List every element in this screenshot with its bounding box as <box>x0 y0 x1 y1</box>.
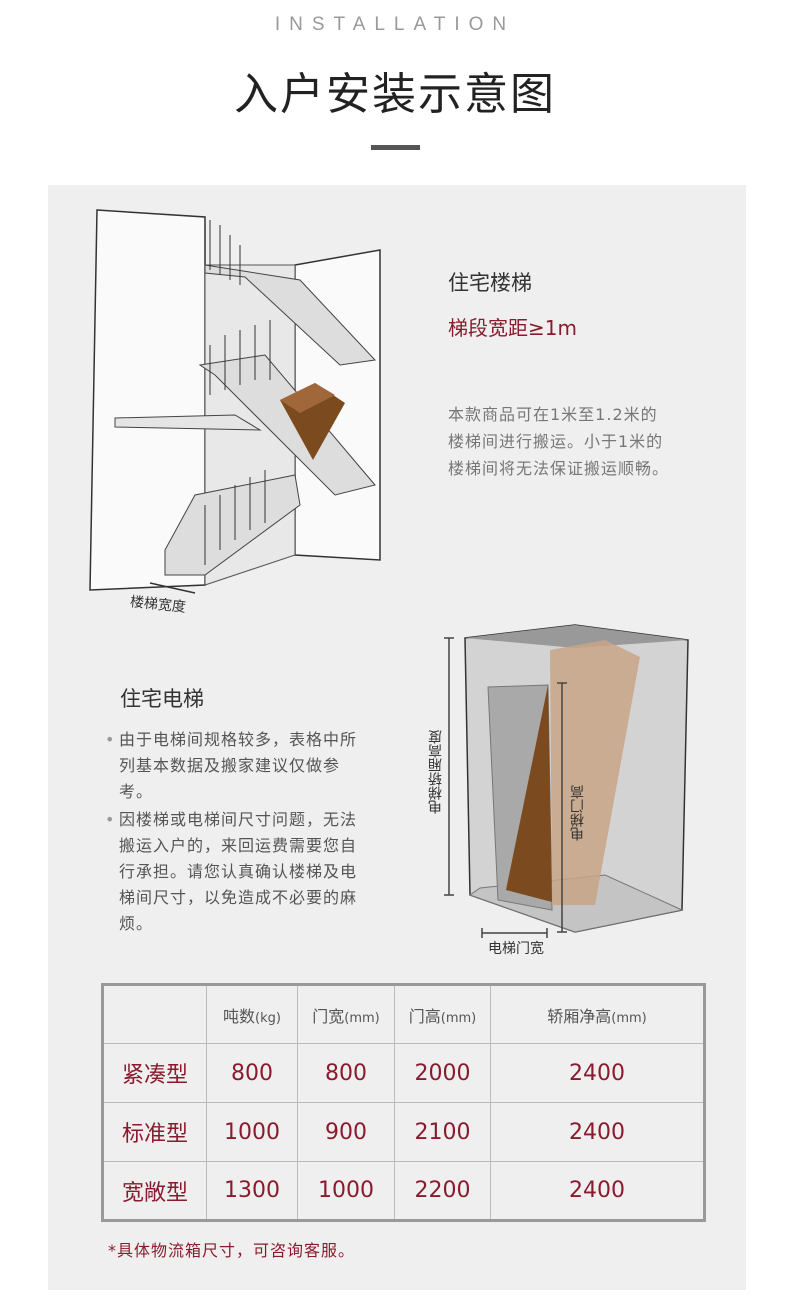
cell: 2400 <box>490 1161 705 1221</box>
header-name: 门宽 <box>312 1006 345 1026</box>
header-empty <box>102 984 207 1044</box>
cell: 1000 <box>206 1102 298 1162</box>
elevator-illustration <box>444 624 689 938</box>
note-item: 由于电梯间规格较多，表格中所列基本数据及搬家建议仅做参考。 <box>103 727 373 805</box>
header-cell: 门高(mm) <box>394 984 491 1044</box>
stairs-title: 住宅楼梯 <box>448 271 532 295</box>
page-title: 入户安装示意图 <box>234 69 556 120</box>
door-height-label: 电梯门高 <box>570 785 586 841</box>
header-cell: 门宽(mm) <box>297 984 395 1044</box>
note-item: 因楼梯或电梯间尺寸问题，无法搬运入户的，来回运费需要您自行承担。请您认真确认楼梯… <box>103 807 373 937</box>
cell: 2400 <box>490 1043 705 1103</box>
header-name: 门高 <box>408 1006 441 1026</box>
cell: 2400 <box>490 1102 705 1162</box>
elevator-title: 住宅电梯 <box>120 687 204 711</box>
header-name: 吨数 <box>223 1006 256 1026</box>
desc-line: 楼梯间进行搬运。小于1米的 <box>448 432 664 451</box>
row-label: 紧凑型 <box>102 1043 207 1103</box>
header-name: 轿厢净高 <box>547 1006 612 1026</box>
desc-line: 楼梯间将无法保证搬运顺畅。 <box>448 459 670 478</box>
cell: 800 <box>297 1043 395 1103</box>
cell: 2100 <box>394 1102 491 1162</box>
desc-line: 本款商品可在1米至1.2米的 <box>448 405 658 424</box>
cell: 800 <box>206 1043 298 1103</box>
stairs-requirement: 梯段宽距≥1m <box>448 316 577 340</box>
footnote: *具体物流箱尺寸，可咨询客服。 <box>108 1241 356 1260</box>
row-label: 宽敞型 <box>102 1161 207 1221</box>
cell: 2000 <box>394 1043 491 1103</box>
header-unit: (mm) <box>344 1010 380 1026</box>
title-divider <box>371 145 420 150</box>
cell: 1300 <box>206 1161 298 1221</box>
elevator-notes: 由于电梯间规格较多，表格中所列基本数据及搬家建议仅做参考。 因楼梯或电梯间尺寸问… <box>103 727 373 937</box>
header-unit: (mm) <box>611 1010 647 1026</box>
header-cell: 吨数(kg) <box>206 984 298 1044</box>
header-unit: (kg) <box>255 1010 281 1026</box>
door-width-label: 电梯门宽 <box>488 941 544 957</box>
stairs-description: 本款商品可在1米至1.2米的 楼梯间进行搬运。小于1米的 楼梯间将无法保证搬运顺… <box>448 401 669 482</box>
cell: 2200 <box>394 1161 491 1221</box>
row-label: 标准型 <box>102 1102 207 1162</box>
staircase-illustration <box>89 209 381 594</box>
cell: 900 <box>297 1102 395 1162</box>
table-header-row: 吨数(kg) 门宽(mm) 门高(mm) 轿厢净高(mm) <box>102 984 705 1044</box>
header-cell: 轿厢净高(mm) <box>490 984 705 1044</box>
car-height-label: 电梯轿厢高度 <box>428 730 444 814</box>
header-unit: (mm) <box>440 1010 477 1026</box>
cell: 1000 <box>297 1161 395 1221</box>
section-subtitle: INSTALLATION <box>274 14 516 35</box>
